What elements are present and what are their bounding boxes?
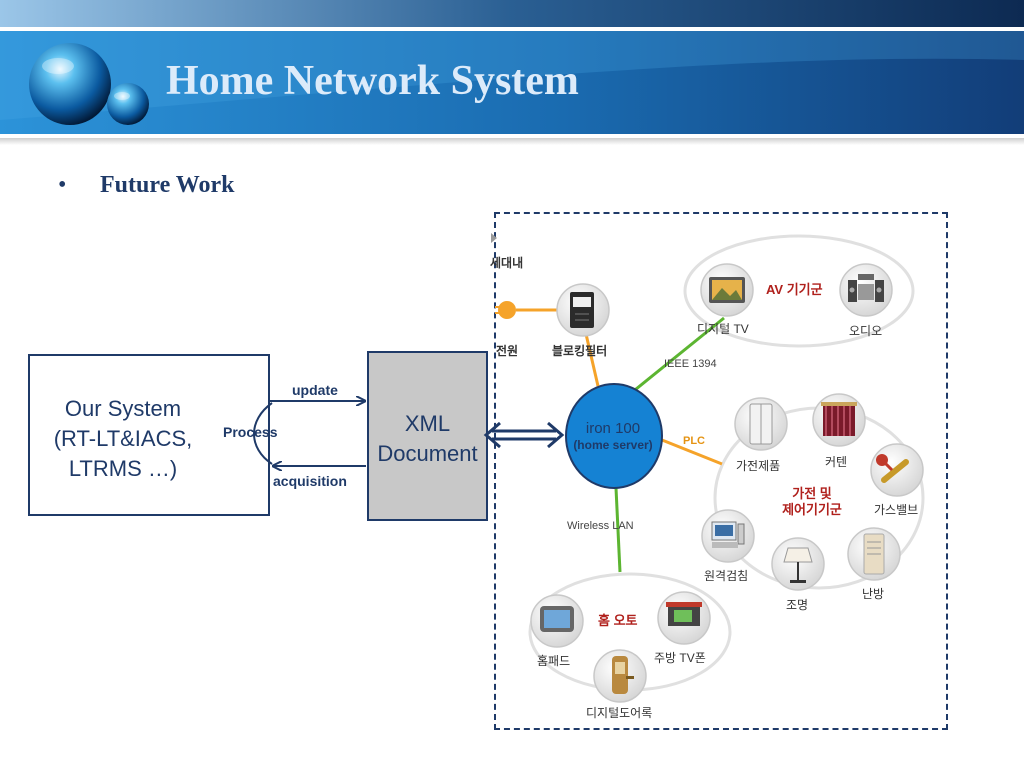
wireless-link xyxy=(614,487,622,573)
home-server-node xyxy=(565,383,663,489)
audio-icon xyxy=(839,263,893,317)
digital-tv-icon xyxy=(700,263,754,317)
power-plug-icon xyxy=(495,301,516,319)
remote-meter-label: 원격검침 xyxy=(704,569,749,583)
blocking-filter-icon xyxy=(556,283,610,337)
our-system-line: LTRMS …) xyxy=(68,456,178,481)
home-auto-group-label: 홈 오토 xyxy=(598,613,638,628)
appliance-label: 가전제품 xyxy=(736,459,781,473)
lamp-icon xyxy=(771,537,825,591)
plc-label: PLC xyxy=(683,435,705,447)
ieee1394-link xyxy=(619,316,725,404)
kitchen-tv-phone-icon xyxy=(657,591,711,645)
appliance-group-label: 가전 및 제어기기군 xyxy=(778,486,846,518)
av-group-label: AV 기기군 xyxy=(766,282,823,297)
heater-icon xyxy=(847,527,901,581)
appliance-group-line: 가전 및 xyxy=(792,486,832,501)
header-banner: Home Network System xyxy=(0,0,1024,145)
lighting-label: 조명 xyxy=(786,598,809,612)
server-name: iron 100 xyxy=(585,420,641,437)
acquisition-label: acquisition xyxy=(273,473,347,489)
slide-title: Home Network System xyxy=(166,58,579,104)
home-server-label: iron 100 (home server) xyxy=(565,420,661,453)
xml-document-box: XML Document xyxy=(367,351,488,521)
home-pad-label: 홈패드 xyxy=(537,654,571,668)
gas-valve-icon xyxy=(870,443,924,497)
xml-line: XML xyxy=(404,411,451,436)
our-system-line: Our System xyxy=(64,396,182,421)
our-system-box: Our System (RT-LT&IACS, LTRMS …) xyxy=(28,354,270,516)
heating-label: 난방 xyxy=(862,587,885,601)
digital-tv-label: 디지털 TV xyxy=(697,322,749,336)
server-sub: (home server) xyxy=(573,438,653,452)
bullet-text: Future Work xyxy=(100,172,235,198)
household-arrow-icon xyxy=(491,233,497,243)
xml-document-text: XML Document xyxy=(369,409,486,469)
ieee1394-label: IEEE 1394 xyxy=(664,358,717,370)
home-pad-icon xyxy=(530,594,584,648)
header-background xyxy=(0,0,1024,145)
kitchen-tv-phone-label: 주방 TV폰 xyxy=(654,651,706,665)
update-label: update xyxy=(292,382,338,398)
our-system-text: Our System (RT-LT&IACS, LTRMS …) xyxy=(30,394,216,484)
audio-label: 오디오 xyxy=(849,324,883,338)
globe-logo-icon xyxy=(29,43,149,125)
bullet-marker: • xyxy=(58,172,67,198)
appliance-group-line: 제어기기군 xyxy=(782,502,842,517)
filter-server-link xyxy=(584,333,600,387)
xml-line: Document xyxy=(377,441,478,466)
gas-valve-label: 가스밸브 xyxy=(874,503,919,517)
process-bracket xyxy=(253,402,273,465)
xml-server-double-arrow xyxy=(483,421,565,449)
curtain-icon xyxy=(812,393,866,447)
remote-meter-icon xyxy=(701,509,755,563)
refrigerator-icon xyxy=(734,397,788,451)
blocking-filter-label: 블로킹필터 xyxy=(552,344,608,358)
process-label: Process xyxy=(223,424,278,440)
home-network-frame xyxy=(494,212,948,730)
door-lock-label: 디지털도어록 xyxy=(586,706,653,720)
power-label: 전원 xyxy=(496,344,519,358)
av-group-ellipse xyxy=(683,234,915,348)
our-system-line: (RT-LT&IACS, xyxy=(53,426,193,451)
door-lock-icon xyxy=(593,649,647,703)
wireless-lan-label: Wireless LAN xyxy=(567,520,634,532)
curtain-label: 커텐 xyxy=(825,455,848,469)
plc-link xyxy=(661,438,723,466)
household-label: 세대내 xyxy=(490,256,524,270)
